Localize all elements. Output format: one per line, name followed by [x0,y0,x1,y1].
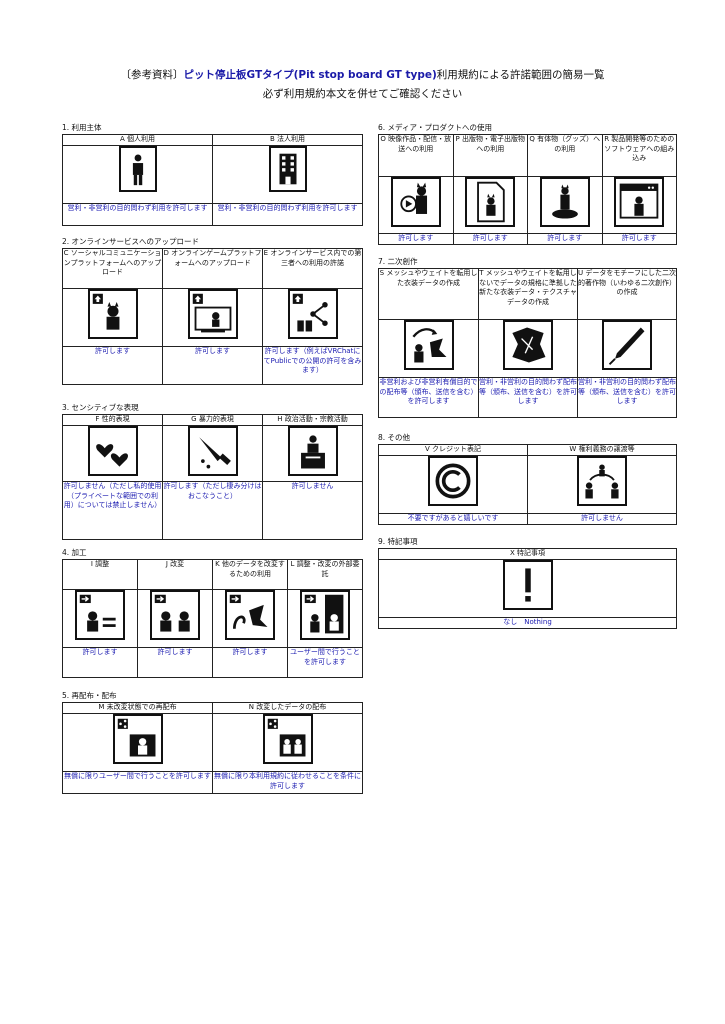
perm-q: 許可します [527,233,603,245]
section-usage-subject: 1. 利用主体 A 個人利用 B 法人利用 営利・非営利の目的問わず利用を許可し… [62,122,363,226]
adjust-icon [75,590,125,640]
costume-icon [503,320,553,370]
label-p: P 出版物・電子出版物への利用 [452,134,528,177]
perm-w: 許可しません [527,513,677,525]
label-h: H 政治活動・宗教活動 [262,414,363,426]
label-w: W 権利義務の譲渡等 [527,444,677,456]
title-line-2: 必ず利用規約本文を併せてご確認ください [262,88,463,100]
transform-icon [225,590,275,640]
section-online-upload: 2. オンラインサービスへのアップロード C ソーシャルコミュニケーションプラッ… [62,236,363,385]
transfer-icon [577,456,627,506]
section-media-product: 6. メディア・プロダクトへの使用 O 映像作品・配信・放送への利用 P 出版物… [378,122,677,245]
person-icon [118,146,157,192]
section-special-notes: 9. 特記事項 X 特記事項 なし Nothing [378,536,677,629]
exclamation-icon [502,560,553,610]
perm-g: 許可します（ただし棲み分けはおこなうこと） [162,481,263,540]
section-other: 8. その他 V クレジット表記 W 権利義務の譲渡等 不要ですがあると嬉しいで… [378,432,677,525]
document-icon [465,177,516,227]
perm-u: 営利・非営利の目的問わず配布等（頒布、送信を含む）を許可します [577,377,677,418]
label-a: A 個人利用 [62,134,213,146]
modify-icon [150,590,200,640]
knife-icon [187,426,238,476]
distribute-modified-icon [262,714,313,764]
share-cats-icon [287,289,338,339]
podium-icon [287,426,338,476]
label-v: V クレジット表記 [378,444,528,456]
label-o: O 映像作品・配信・放送への利用 [378,134,454,177]
perm-b: 営利・非営利の目的問わず利用を許可します [212,203,363,226]
label-g: G 暴力的表現 [162,414,263,426]
building-icon [268,146,307,192]
title-line-1: 〔参考資料〕ピット停止板GTタイプ(Pit stop board GT type… [120,69,605,81]
perm-d: 許可します [162,346,263,385]
video-icon [390,177,441,227]
label-q: Q 有体物（グッズ）への利用 [527,134,603,177]
perm-r: 許可します [601,233,677,245]
page-title: 〔参考資料〕ピット停止板GTタイプ(Pit stop board GT type… [0,66,725,104]
label-m: M 未改変状態での再配布 [62,702,213,714]
perm-a: 営利・非営利の目的問わず利用を許可します [62,203,213,226]
label-s: S メッシュやウェイトを転用した衣装データの作成 [378,268,479,320]
perm-k: 許可します [212,647,288,678]
label-x: X 特記事項 [378,548,677,560]
outsource-icon [300,590,350,640]
perm-p: 許可します [452,233,528,245]
costume-convert-icon [403,320,454,370]
label-f: F 性的表現 [62,414,163,426]
label-d: D オンラインゲームプラットフォームへのアップロード [162,248,263,289]
perm-x: なし Nothing [378,617,677,629]
label-e: E オンラインサービス内での第三者への利用の許諾 [262,248,363,289]
section-processing: 4. 加工 I 調整 J 改変 K 他のデータを改変するための利用 L 調整・改… [62,547,363,678]
upload-cat-icon [87,289,138,339]
label-c: C ソーシャルコミュニケーションプラットフォームへのアップロード [62,248,163,289]
perm-t: 営利・非営利の目的問わず配布等（頒布、送信を含む）を許可します [478,377,578,418]
label-n: N 改変したデータの配布 [212,702,363,714]
section-derivative: 7. 二次創作 S メッシュやウェイトを転用した衣装データの作成 T メッシュや… [378,256,677,418]
perm-m: 無償に限りユーザー間で行うことを許可します [62,771,213,794]
perm-i: 許可します [62,647,138,678]
label-i: I 調整 [62,559,138,590]
label-l: L 調整・改変の外部委託 [287,559,363,590]
figure-icon [539,177,590,227]
perm-s: 非営利および非営利有償目的での配布等（頒布、送信を含む）を許可します [378,377,479,418]
perm-v: 不要ですがあると嬉しいです [378,513,528,525]
software-icon [614,177,665,227]
perm-c: 許可します [62,346,163,385]
upload-game-icon [187,289,238,339]
perm-n: 無償に限り本利用規約に従わせることを条件に許可します [212,771,363,794]
perm-h: 許可しません [262,481,363,540]
section-sensitive: 3. センシティブな表現 F 性的表現 G 暴力的表現 H 政治活動・宗教活動 … [62,402,363,540]
perm-e: 許可します（例えばVRChatにてPublicでの公開の許可を含みます） [262,346,363,385]
perm-j: 許可します [137,647,213,678]
perm-l: ユーザー間で行うことを許可します [287,647,363,678]
label-t: T メッシュやウェイトを転用しないでデータの規格に準拠した新たな衣装データ・テク… [478,268,578,320]
redistribute-icon [112,714,163,764]
pen-icon [602,320,652,370]
perm-o: 許可します [378,233,454,245]
label-u: U データをモチーフにした二次的著作物（いわゆる二次創作）の作成 [577,268,677,320]
label-r: R 製品開発等のためのソフトウェアへの組み込み [601,134,677,177]
hearts-icon [87,426,138,476]
label-b: B 法人利用 [212,134,363,146]
label-k: K 他のデータを改変するための利用 [212,559,288,590]
label-j: J 改変 [137,559,213,590]
copyright-icon [428,456,478,506]
section-redistribution: 5. 再配布・配布 M 未改変状態での再配布 N 改変したデータの配布 無償に限… [62,690,363,794]
perm-f: 許可しません（ただし私的使用（プライベートな範囲での利用）については禁止しません… [62,481,163,540]
